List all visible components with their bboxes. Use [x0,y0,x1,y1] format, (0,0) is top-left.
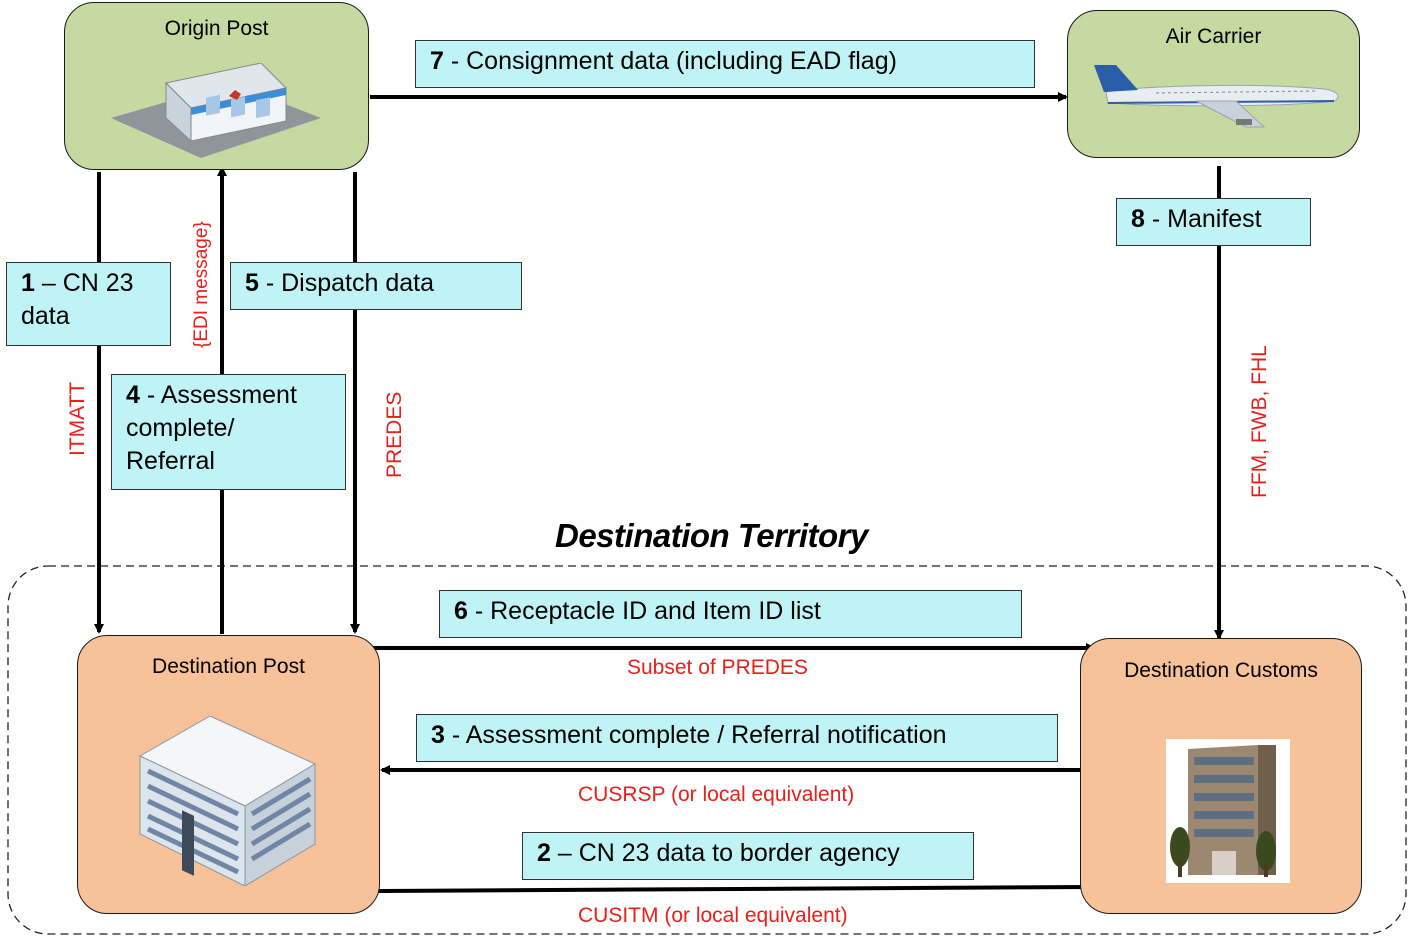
flow-3-number: 3 [431,721,445,749]
origin-post-node: Origin Post [64,2,369,170]
flow-4-number: 4 [126,381,140,409]
flow-4-label: 4 - Assessment complete/ Referral [111,374,346,490]
flow-1-protocol: ITMATT [66,381,89,456]
flow-3-label: 3 - Assessment complete / Referral notif… [416,714,1058,762]
flow-6-text: - Receptacle ID and Item ID list [474,597,821,625]
post-office-icon [111,63,321,158]
flow-2-protocol: CUSITM (or local equivalent) [578,904,848,927]
customs-building-icon [1166,739,1290,883]
airplane-icon [1094,65,1339,128]
flow-5-number: 5 [245,269,259,297]
flow-6-label: 6 - Receptacle ID and Item ID list [439,590,1022,638]
flow-7-text: - Consignment data (including EAD flag) [450,47,897,75]
air-carrier-title: Air Carrier [1165,25,1262,48]
destination-post-node: Destination Post [77,635,380,914]
flow-1-label: 1 – CN 23 data [6,262,171,346]
destination-customs-title: Destination Customs [1124,659,1318,682]
origin-post-title: Origin Post [164,17,269,40]
destination-customs-node: Destination Customs [1080,638,1362,914]
destination-post-title: Destination Post [152,655,305,678]
flow-4-text-line3: Referral [126,447,215,475]
flow-6-protocol: Subset of PREDES [627,656,808,679]
flow-8-protocol: FFM, FWB, FHL [1248,345,1271,498]
flow-1-text-line2: data [21,302,70,330]
flow-1-text: – CN 23 [41,269,134,297]
flow-8-number: 8 [1131,205,1145,233]
region-title: Destination Territory [555,517,868,554]
flow-5-label: 5 - Dispatch data [230,262,522,310]
flow-5-protocol: PREDES [383,391,406,478]
flow-6-number: 6 [454,597,468,625]
flow-5-text: - Dispatch data [265,269,434,297]
flow-2-number: 2 [537,839,551,867]
flow-2-text: – CN 23 data to border agency [557,839,900,867]
flow-4-text-line2: complete/ [126,414,235,442]
flow-8-label: 8 - Manifest [1116,198,1311,246]
air-carrier-node: Air Carrier [1067,10,1360,158]
flow-4-protocol: {EDI message} [191,221,212,348]
flow-8-text: - Manifest [1151,205,1262,233]
office-building-icon [138,716,317,886]
arrow-2 [377,882,1092,893]
flow-3-text: - Assessment complete / Referral notific… [451,721,947,749]
flow-7-number: 7 [430,47,444,75]
flow-7-label: 7 - Consignment data (including EAD flag… [415,40,1035,88]
flow-3-protocol: CUSRSP (or local equivalent) [578,783,855,806]
flow-1-number: 1 [21,269,35,297]
flow-4-text: - Assessment [146,381,297,409]
destination-territory-boundary [7,565,1407,935]
flow-2-label: 2 – CN 23 data to border agency [522,832,974,880]
